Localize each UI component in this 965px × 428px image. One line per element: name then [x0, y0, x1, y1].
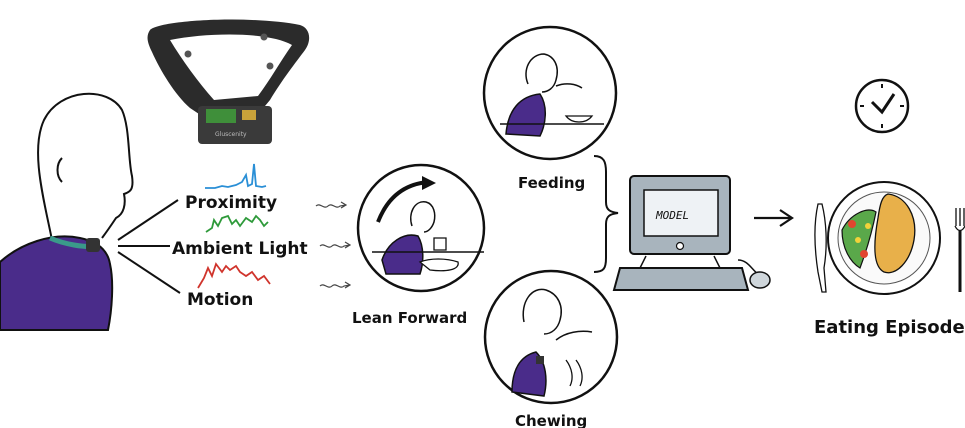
- device-brand-text: Gluscenity: [215, 131, 247, 138]
- lean-forward-circle: [356, 163, 486, 293]
- model-screen-text: MODEL: [655, 209, 689, 222]
- person-illustration: [0, 92, 134, 331]
- output-arrow: [754, 209, 794, 227]
- squiggle-arrows: [315, 201, 352, 289]
- motion-label: Motion: [187, 290, 253, 310]
- mouse-icon: [749, 271, 771, 289]
- sensor-fan-lines: [117, 199, 181, 294]
- merge-brace: [593, 155, 619, 273]
- knife-icon: [814, 203, 827, 293]
- chewing-circle: [483, 269, 619, 405]
- model-computer: [612, 175, 771, 291]
- clock-icon: [854, 78, 910, 134]
- fork-icon: [954, 208, 965, 292]
- meal-plate-icon: [814, 181, 965, 295]
- monitor-screen: [643, 189, 719, 237]
- ambient-light-label: Ambient Light: [172, 239, 308, 259]
- worn-sensor-icon: [86, 238, 100, 252]
- necklace-sensor-device: Gluscenity: [147, 19, 310, 144]
- feeding-label: Feeding: [518, 174, 585, 192]
- chewing-label: Chewing: [515, 412, 587, 428]
- eating-episode-label: Eating Episode: [814, 317, 965, 338]
- motion-signal-trace: [197, 262, 271, 289]
- feeding-circle: [482, 25, 618, 161]
- ambient-light-signal-trace: [205, 214, 269, 233]
- lean-forward-label: Lean Forward: [352, 309, 467, 327]
- proximity-signal-trace: [205, 163, 267, 189]
- proximity-label: Proximity: [185, 193, 277, 213]
